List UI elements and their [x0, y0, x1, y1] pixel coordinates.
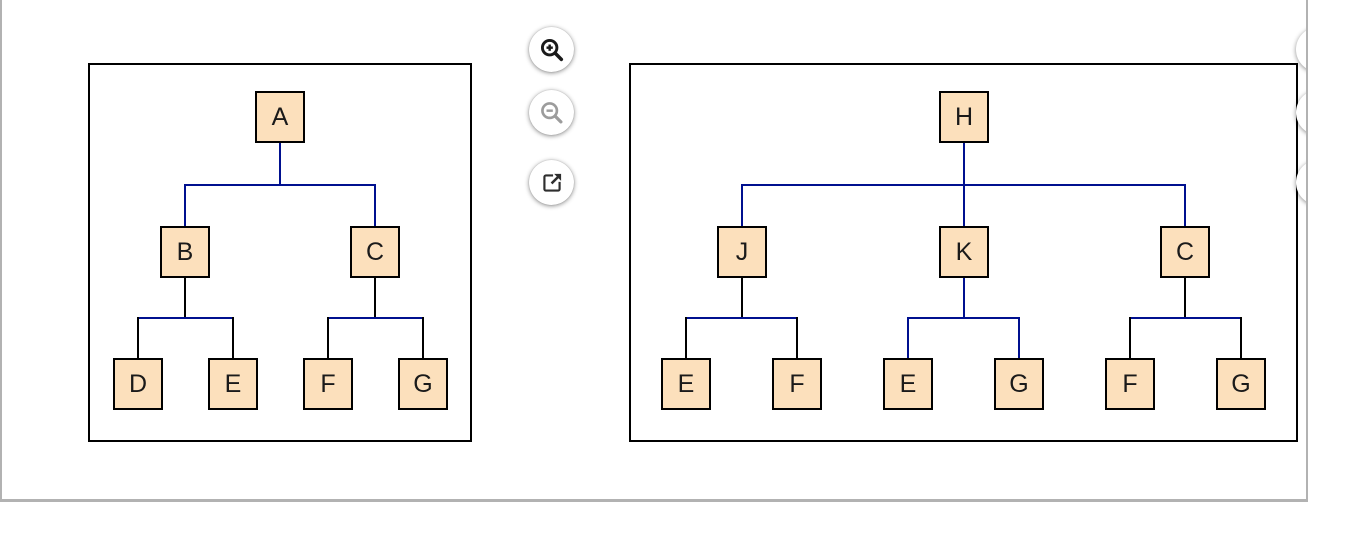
tree-edge-segment [232, 317, 234, 358]
tree-edge-rail [327, 317, 424, 319]
clipped-zoom-in-button[interactable] [1296, 27, 1306, 72]
tree-edge-segment [963, 184, 965, 226]
tree-node-E[interactable]: E [208, 358, 258, 410]
diagram-paper-right: E F J E G K F G C H [629, 63, 1298, 442]
tree-node-G[interactable]: G [1216, 358, 1266, 410]
tree-edge-segment [184, 278, 186, 319]
tree-edge-segment [374, 184, 376, 226]
tree-node-G[interactable]: G [994, 358, 1044, 410]
tree-edge-segment [137, 317, 139, 358]
open-in-new-window-button[interactable] [529, 160, 574, 205]
tree-edge-segment [796, 317, 798, 358]
tree-edge-segment [327, 317, 329, 358]
tree-edge-rail [685, 317, 798, 319]
external-link-icon [539, 170, 565, 196]
tree-edge-rail [137, 317, 234, 319]
tree-edge-segment [1184, 278, 1186, 319]
tree-edge-segment [907, 317, 909, 358]
tree-node-K[interactable]: K [939, 226, 989, 278]
tree-node-C[interactable]: C [350, 226, 400, 278]
tree-edge-segment [1240, 317, 1242, 358]
clipped-zoom-out-button[interactable] [1296, 90, 1306, 135]
tree-node-F[interactable]: F [303, 358, 353, 410]
tree-node-J[interactable]: J [717, 226, 767, 278]
tree-node-D[interactable]: D [113, 358, 163, 410]
tree-edge-segment [741, 278, 743, 319]
tree-node-A[interactable]: A [255, 91, 305, 143]
tree-node-C[interactable]: C [1160, 226, 1210, 278]
zoom-in-button[interactable] [529, 27, 574, 72]
tree-node-B[interactable]: B [160, 226, 210, 278]
tree-edge-segment [279, 143, 281, 186]
zoom-out-button[interactable] [529, 90, 574, 135]
tree-edge-segment [422, 317, 424, 358]
tree-edge-segment [741, 184, 743, 226]
tree-node-E[interactable]: E [661, 358, 711, 410]
tree-node-F[interactable]: F [1105, 358, 1155, 410]
tree-node-H[interactable]: H [939, 91, 989, 143]
tree-node-E[interactable]: E [883, 358, 933, 410]
tree-edge-rail [184, 184, 376, 186]
tree-edge-segment [1129, 317, 1131, 358]
tree-edge-segment [963, 278, 965, 319]
tree-node-F[interactable]: F [772, 358, 822, 410]
magnifier-plus-icon [538, 36, 566, 64]
tree-edge-segment [374, 278, 376, 319]
clipped-open-button[interactable] [1296, 160, 1306, 205]
magnifier-minus-icon [538, 99, 566, 127]
tree-edge-segment [963, 143, 965, 186]
tree-edge-rail [907, 317, 1020, 319]
tree-edge-segment [685, 317, 687, 358]
tree-node-G[interactable]: G [398, 358, 448, 410]
tree-edge-segment [184, 184, 186, 226]
tree-edge-segment [1018, 317, 1020, 358]
tree-edge-rail [1129, 317, 1242, 319]
tree-edge-segment [1184, 184, 1186, 226]
